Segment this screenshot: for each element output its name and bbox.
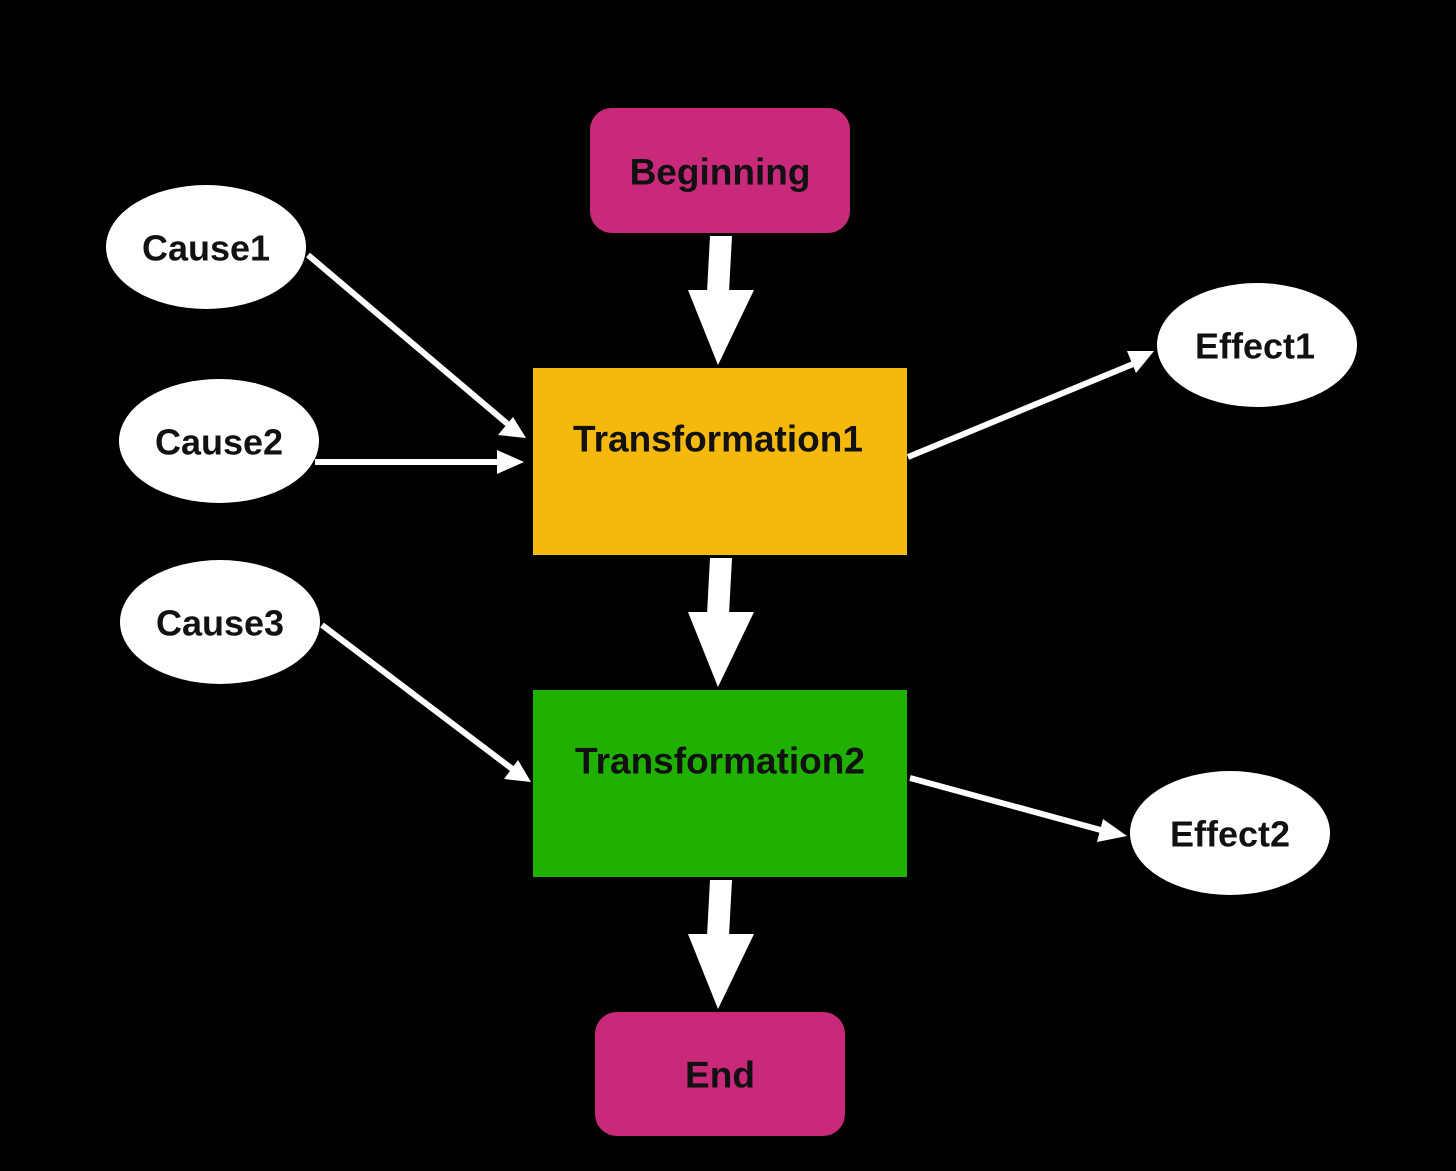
cause2-ellipse <box>119 379 319 503</box>
transformation1-node: Transformation1 <box>533 368 907 555</box>
beginning-node: Beginning <box>590 108 850 233</box>
arrow-transformation1-to-transformation2 <box>688 558 754 687</box>
beginning-label: Beginning <box>630 152 811 193</box>
effect1-label: Effect1 <box>1195 326 1315 367</box>
transformation1-label: Transformation1 <box>573 419 863 460</box>
cause3-node: Cause3 <box>120 560 320 684</box>
effect2-ellipse <box>1130 771 1330 895</box>
cause3-label: Cause3 <box>156 603 284 644</box>
cause2-label: Cause2 <box>155 422 283 463</box>
transformation1-box <box>533 368 907 555</box>
arrow-transformation2-to-end <box>688 880 754 1009</box>
effect1-ellipse <box>1157 283 1357 407</box>
arrow-transformation2-to-effect2 <box>909 775 1127 842</box>
arrow-head <box>688 290 754 365</box>
arrow-shaft <box>707 236 732 292</box>
cause1-label: Cause1 <box>142 228 270 269</box>
arrow-transformation1-to-effect1 <box>906 351 1154 460</box>
arrow-line <box>306 252 512 429</box>
cause1-node: Cause1 <box>106 185 306 309</box>
end-label: End <box>685 1055 755 1096</box>
arrow-head <box>498 417 526 438</box>
cause2-node: Cause2 <box>119 379 319 503</box>
cause1-ellipse <box>106 185 306 309</box>
arrow-line <box>320 622 517 774</box>
arrow-head <box>688 934 754 1009</box>
arrow-cause1-to-transformation1 <box>306 252 526 438</box>
arrow-beginning-to-transformation1 <box>688 236 754 365</box>
end-node: End <box>595 1012 845 1136</box>
arrow-shaft <box>707 558 732 614</box>
end-box <box>595 1012 845 1136</box>
arrow-head <box>497 450 524 474</box>
transformation2-label: Transformation2 <box>575 741 865 782</box>
effect2-label: Effect2 <box>1170 814 1290 855</box>
arrow-head <box>1127 351 1154 373</box>
effect2-node: Effect2 <box>1130 771 1330 895</box>
arrow-shaft <box>707 880 732 936</box>
arrow-head <box>1097 819 1127 842</box>
transformation2-node: Transformation2 <box>533 690 907 877</box>
arrow-head <box>504 760 531 782</box>
arrow-cause2-to-transformation1 <box>315 450 524 474</box>
arrow-line <box>906 359 1140 460</box>
arrow-head <box>688 612 754 687</box>
arrow-line <box>909 775 1109 835</box>
beginning-box <box>590 108 850 233</box>
effect1-node: Effect1 <box>1157 283 1357 407</box>
cause3-ellipse <box>120 560 320 684</box>
transformation2-box <box>533 690 907 877</box>
arrow-cause3-to-transformation2 <box>320 622 531 782</box>
